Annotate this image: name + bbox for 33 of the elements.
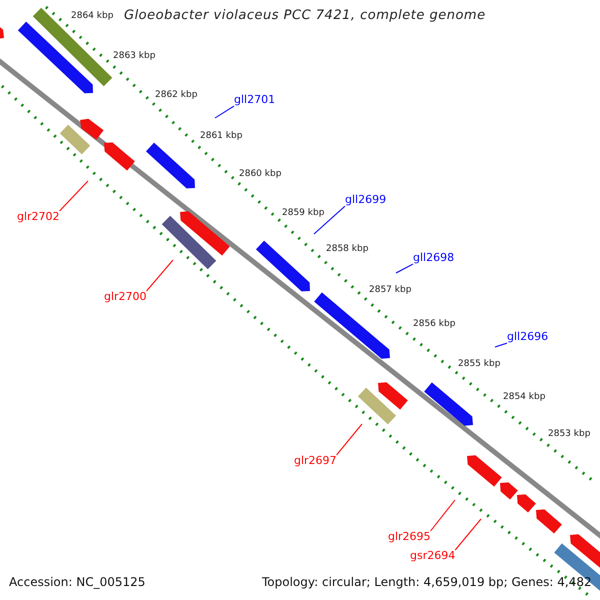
scale-label: 2857 kbp xyxy=(369,286,412,296)
scale-label: 2853 kbp xyxy=(548,430,590,440)
leader-line xyxy=(494,342,508,348)
genome-info-text: Topology: circular; Length: 4,659,019 bp; Genes: 4,482 xyxy=(262,576,592,590)
title: Gloeobacter violaceus PCC 7421, complete genome xyxy=(124,9,486,24)
scale-label: 2856 kbp xyxy=(413,320,456,330)
leader-line xyxy=(430,500,456,532)
gene-label: glr2695 xyxy=(388,531,431,544)
leader-line xyxy=(396,264,414,274)
leader-line xyxy=(336,424,362,456)
gene-label: gsr2694 xyxy=(410,550,456,562)
scale-label: 2854 kbp xyxy=(503,393,546,403)
gene-label: gll2699 xyxy=(345,194,386,206)
gene-label: glr2702 xyxy=(17,211,60,224)
leader-line xyxy=(59,180,88,212)
gene-label: gll2698 xyxy=(413,252,454,264)
leader-line xyxy=(146,260,174,292)
scale-label: 2855 kbp xyxy=(458,360,500,370)
gene-label: gll2701 xyxy=(234,94,276,106)
scale-label: 2860 kbp xyxy=(239,170,282,180)
scale-label: 2864 kbp xyxy=(71,12,114,22)
scale-label: 2863 kbp xyxy=(113,52,156,62)
scale-label: 2859 kbp xyxy=(282,209,324,219)
gene-label: glr2700 xyxy=(104,291,147,304)
accession-text: Accession: NC_005125 xyxy=(9,576,146,590)
scale-label: 2858 kbp xyxy=(326,245,368,255)
leader-line xyxy=(214,106,234,118)
leader-line xyxy=(314,206,346,234)
gene-label: gll2696 xyxy=(507,331,548,344)
scale-label: 2862 kbp xyxy=(155,91,198,101)
gene-label: glr2697 xyxy=(294,455,337,468)
leader-line xyxy=(454,518,482,550)
scale-label: 2861 kbp xyxy=(200,132,242,142)
